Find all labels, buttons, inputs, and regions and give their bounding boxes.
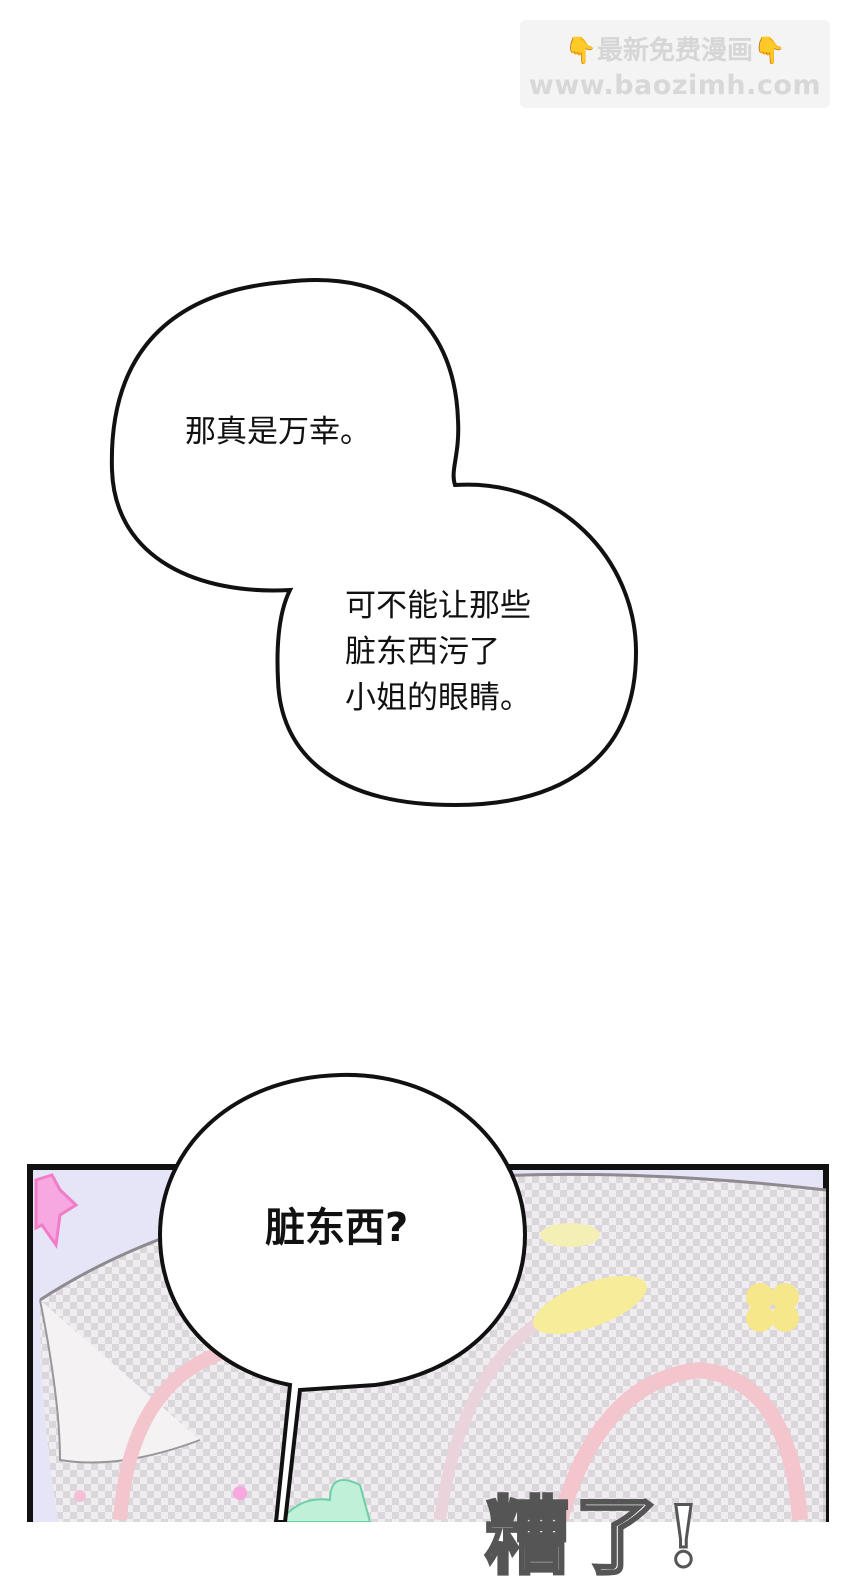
pink-dot — [233, 1486, 247, 1500]
watermark-title: 👇最新免费漫画👇 — [520, 30, 830, 67]
mint-flower — [278, 1479, 372, 1522]
pink-star-shape — [34, 1173, 79, 1250]
speech-bubble-shout — [157, 1072, 528, 1522]
hand-pointing-down-icon: 👇 — [753, 36, 786, 66]
yellow-leaf — [540, 1223, 600, 1247]
watermark-url: www.baozimh.com — [528, 70, 822, 101]
pink-arch — [552, 1361, 808, 1522]
yellow-clover — [746, 1283, 799, 1332]
yellow-leaf — [533, 1275, 647, 1335]
dialogue-text-1: 那真是万幸。 — [185, 414, 371, 450]
speech-bubble-double — [109, 278, 639, 808]
sound-effect-text: 糟了! — [484, 1486, 708, 1588]
hand-pointing-down-icon: 👇 — [564, 36, 597, 66]
dialogue-text-2: 可不能让那些 脏东西污了 小姐的眼睛。 — [345, 588, 531, 716]
pink-dot — [74, 1490, 86, 1502]
dialogue-text-3: 脏东西? — [265, 1205, 409, 1251]
watermark: 👇最新免费漫画👇 www.baozimh.com — [520, 20, 830, 108]
comic-artwork — [27, 278, 829, 1522]
pink-arch — [113, 1343, 233, 1521]
watermark-title-text: 最新免费漫画 — [596, 36, 753, 66]
parasol-lace-trim — [39, 1299, 201, 1464]
